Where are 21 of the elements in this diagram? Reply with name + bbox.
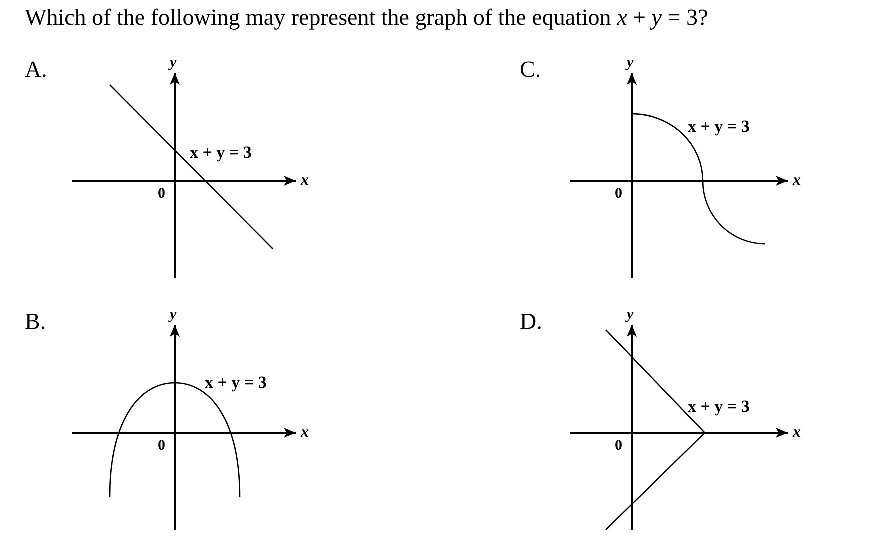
axis-label: x	[301, 173, 309, 189]
equation-label: x + y = 3	[688, 398, 750, 415]
equation-label: x + y = 3	[190, 144, 252, 161]
equation-label: x + y = 3	[205, 374, 267, 391]
axis-label: y	[627, 308, 634, 323]
axis-label: x	[793, 173, 801, 189]
equation-label: x + y = 3	[688, 118, 750, 135]
option-letter: A.	[25, 58, 48, 81]
axis-label: y	[170, 308, 177, 323]
question-text: Which of the following may represent the graph of the equation x + y = 3?	[25, 6, 708, 29]
origin-label: 0	[615, 187, 622, 202]
axis-label: y	[627, 56, 634, 71]
origin-label: 0	[615, 439, 622, 454]
option-letter: B.	[25, 310, 46, 333]
origin-label: 0	[158, 439, 166, 454]
option-letter: D.	[520, 310, 542, 333]
origin-label: 0	[158, 187, 166, 202]
axis-label: x	[793, 425, 801, 441]
axis-label: y	[170, 56, 177, 71]
option-letter: C.	[520, 58, 542, 81]
axis-label: x	[301, 425, 309, 441]
